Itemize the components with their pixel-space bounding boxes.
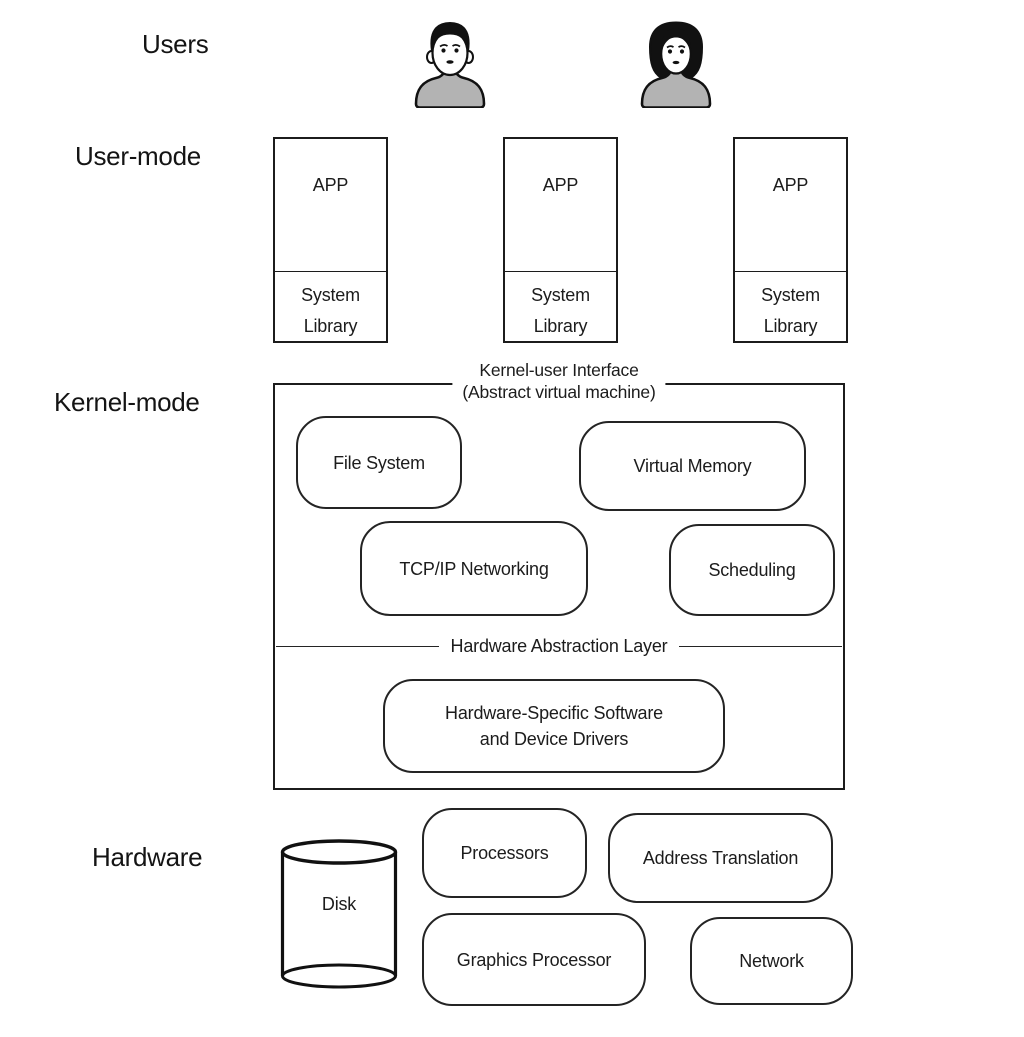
female-user-icon (638, 21, 714, 109)
row-label-user-mode: User-mode (75, 141, 201, 171)
male-user-icon (411, 21, 489, 109)
app-library-divider (275, 271, 386, 272)
row-label-kernel-mode: Kernel-mode (54, 387, 200, 417)
scheduling-box: Scheduling (669, 524, 835, 616)
network-box: Network (690, 917, 853, 1005)
row-label-hardware: Hardware (92, 842, 203, 872)
app-library-divider (505, 271, 616, 272)
hardware-specific-software-box: Hardware-Specific Software and Device Dr… (383, 679, 725, 773)
app-library-divider (735, 271, 846, 272)
app-title: APP (542, 175, 579, 195)
file-system-box: File System (296, 416, 462, 509)
hal-box-line1: Hardware-Specific Software (445, 703, 663, 723)
app-title: APP (772, 175, 809, 195)
kernel-box: Kernel-user Interface (Abstract virtual … (273, 359, 845, 790)
row-label-users: Users (142, 29, 209, 59)
system-library-label: System Library (301, 285, 360, 336)
app-box-1: APP System Library (273, 137, 388, 343)
system-library-label: System Library (531, 285, 590, 336)
app-box-3: APP System Library (733, 137, 848, 343)
system-library-label: System Library (761, 285, 820, 336)
app-title: APP (312, 175, 349, 195)
app-box-2: APP System Library (503, 137, 618, 343)
disk-cylinder-icon (279, 838, 399, 990)
hal-divider-label: Hardware Abstraction Layer (450, 635, 668, 656)
virtual-memory-box: Virtual Memory (579, 421, 806, 511)
graphics-processor-box: Graphics Processor (422, 913, 646, 1006)
address-translation-box: Address Translation (608, 813, 833, 903)
hardware-abstraction-layer-divider: Hardware Abstraction Layer (276, 636, 842, 656)
tcp-ip-networking-box: TCP/IP Networking (360, 521, 588, 616)
processors-box: Processors (422, 808, 587, 898)
kernel-title-line1: Kernel-user Interface (479, 360, 639, 380)
kernel-user-interface-title: Kernel-user Interface (Abstract virtual … (452, 359, 666, 403)
kernel-title-line2: (Abstract virtual machine) (462, 382, 656, 402)
disk-label: Disk (321, 894, 357, 914)
hal-box-line2: and Device Drivers (479, 729, 629, 749)
